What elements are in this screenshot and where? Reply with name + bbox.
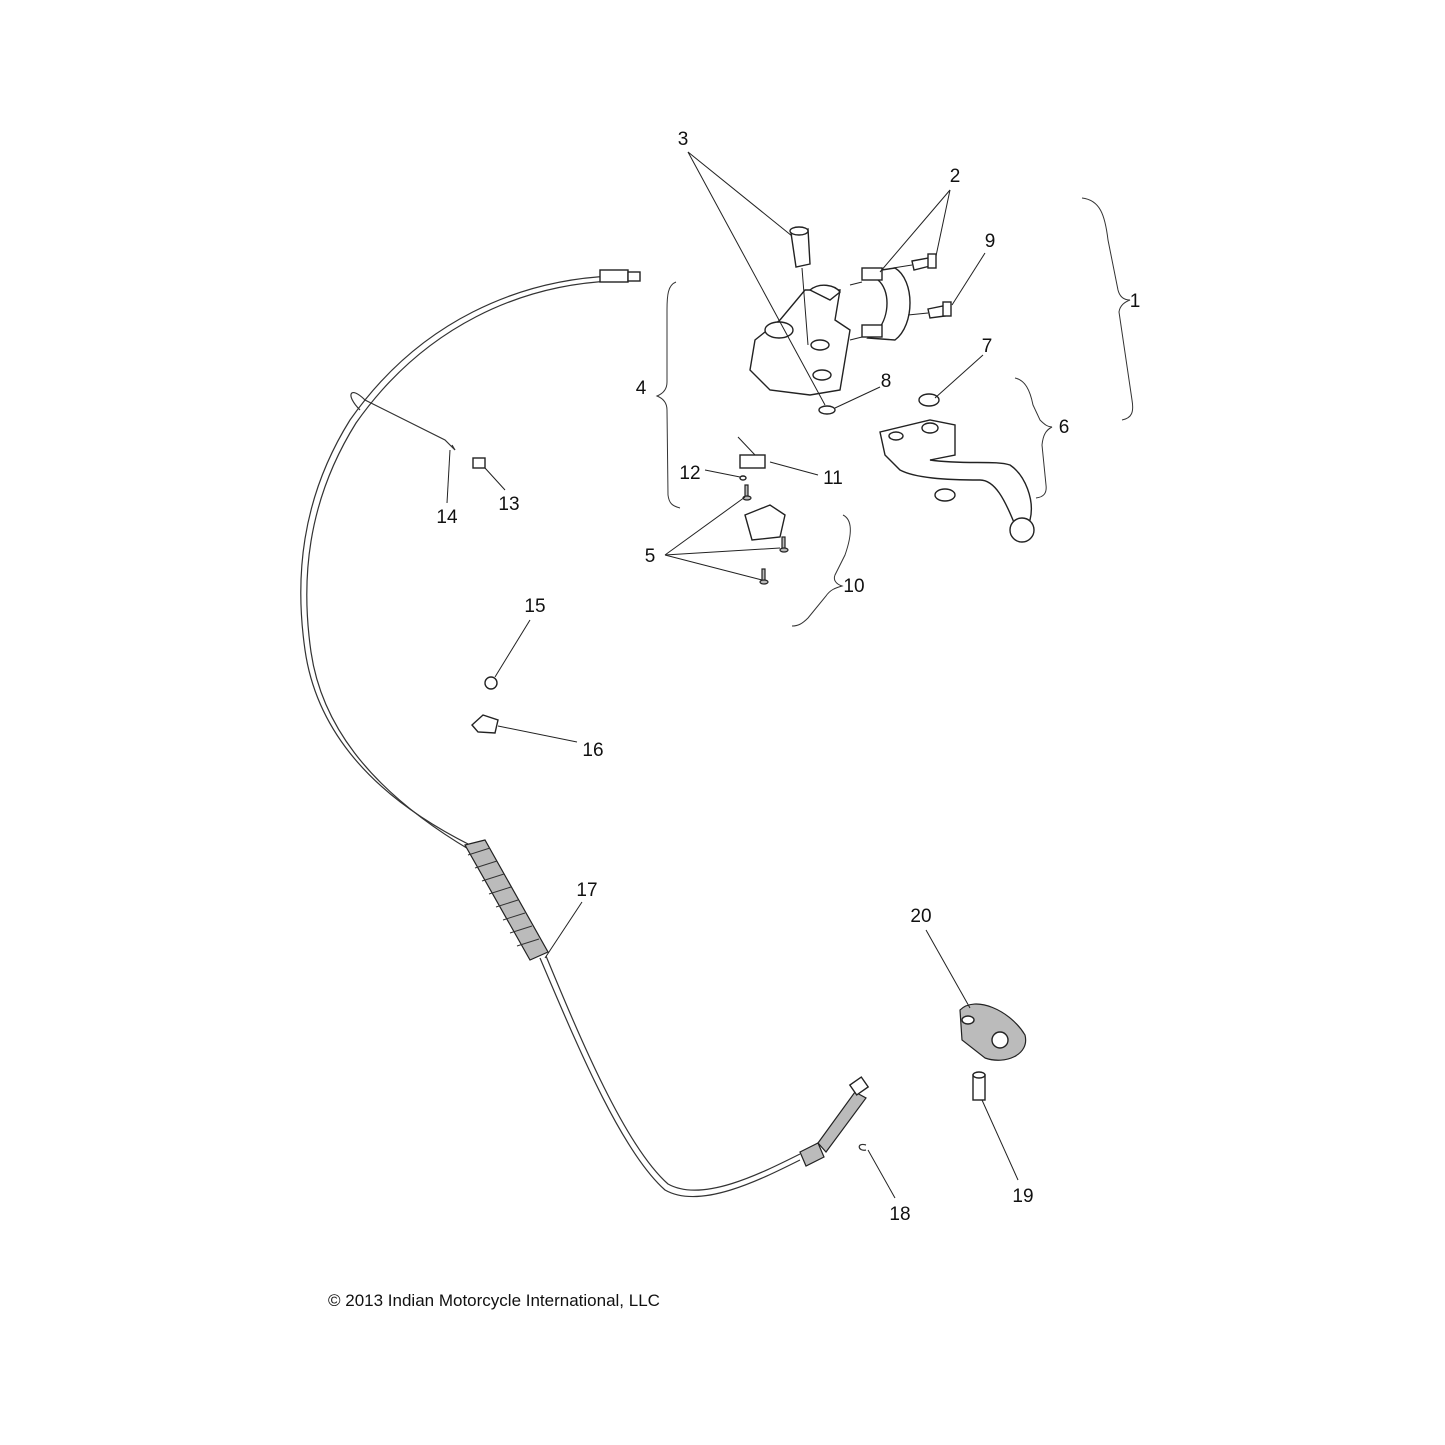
washer-small — [739, 475, 747, 481]
copyright-notice: © 2013 Indian Motorcycle International, … — [328, 1291, 660, 1310]
callout-14: 14 — [436, 507, 458, 528]
nut — [484, 676, 498, 690]
cable-bellows — [464, 839, 549, 961]
callout-5: 5 — [645, 546, 656, 567]
bracket-bolt — [972, 1071, 986, 1101]
callout-17: 17 — [576, 880, 597, 901]
callout-3: 3 — [678, 129, 689, 150]
clutch-perch — [749, 284, 851, 396]
clamp-bolt — [907, 301, 952, 319]
callout-9: 9 — [985, 231, 996, 252]
cable-bracket — [959, 1003, 1027, 1061]
switch — [737, 436, 766, 469]
clamp — [849, 267, 911, 341]
clutch-lever — [879, 419, 1035, 543]
callout-2: 2 — [950, 166, 961, 187]
callout-6: 6 — [1059, 417, 1070, 438]
cable-spring — [350, 392, 456, 451]
callout-7: 7 — [982, 336, 993, 357]
callout-10: 10 — [843, 576, 864, 597]
callout-15: 15 — [524, 596, 545, 617]
e-clip — [858, 1143, 867, 1151]
screw — [742, 484, 789, 585]
clamp-bolt — [892, 253, 937, 271]
fitting — [472, 457, 486, 469]
callout-8: 8 — [881, 371, 892, 392]
callout-13: 13 — [498, 494, 519, 515]
braces — [655, 197, 1134, 627]
switch-cover — [744, 504, 786, 541]
callout-1: 1 — [1130, 291, 1141, 312]
leader-lines — [446, 151, 1019, 1199]
callout-labels: 3 2 9 1 4 7 8 6 12 11 14 13 5 10 15 16 1… — [436, 129, 1140, 1225]
callout-20: 20 — [910, 906, 931, 927]
washer — [818, 405, 836, 415]
pivot-pin — [789, 226, 811, 268]
callout-16: 16 — [582, 740, 603, 761]
callout-4: 4 — [636, 378, 647, 399]
retaining-clip — [918, 393, 956, 502]
cable-clip — [471, 714, 499, 734]
callout-11: 11 — [823, 468, 843, 489]
clutch-cable — [300, 269, 870, 1198]
callout-18: 18 — [889, 1204, 910, 1225]
callout-19: 19 — [1012, 1186, 1033, 1207]
callout-12: 12 — [679, 463, 700, 484]
